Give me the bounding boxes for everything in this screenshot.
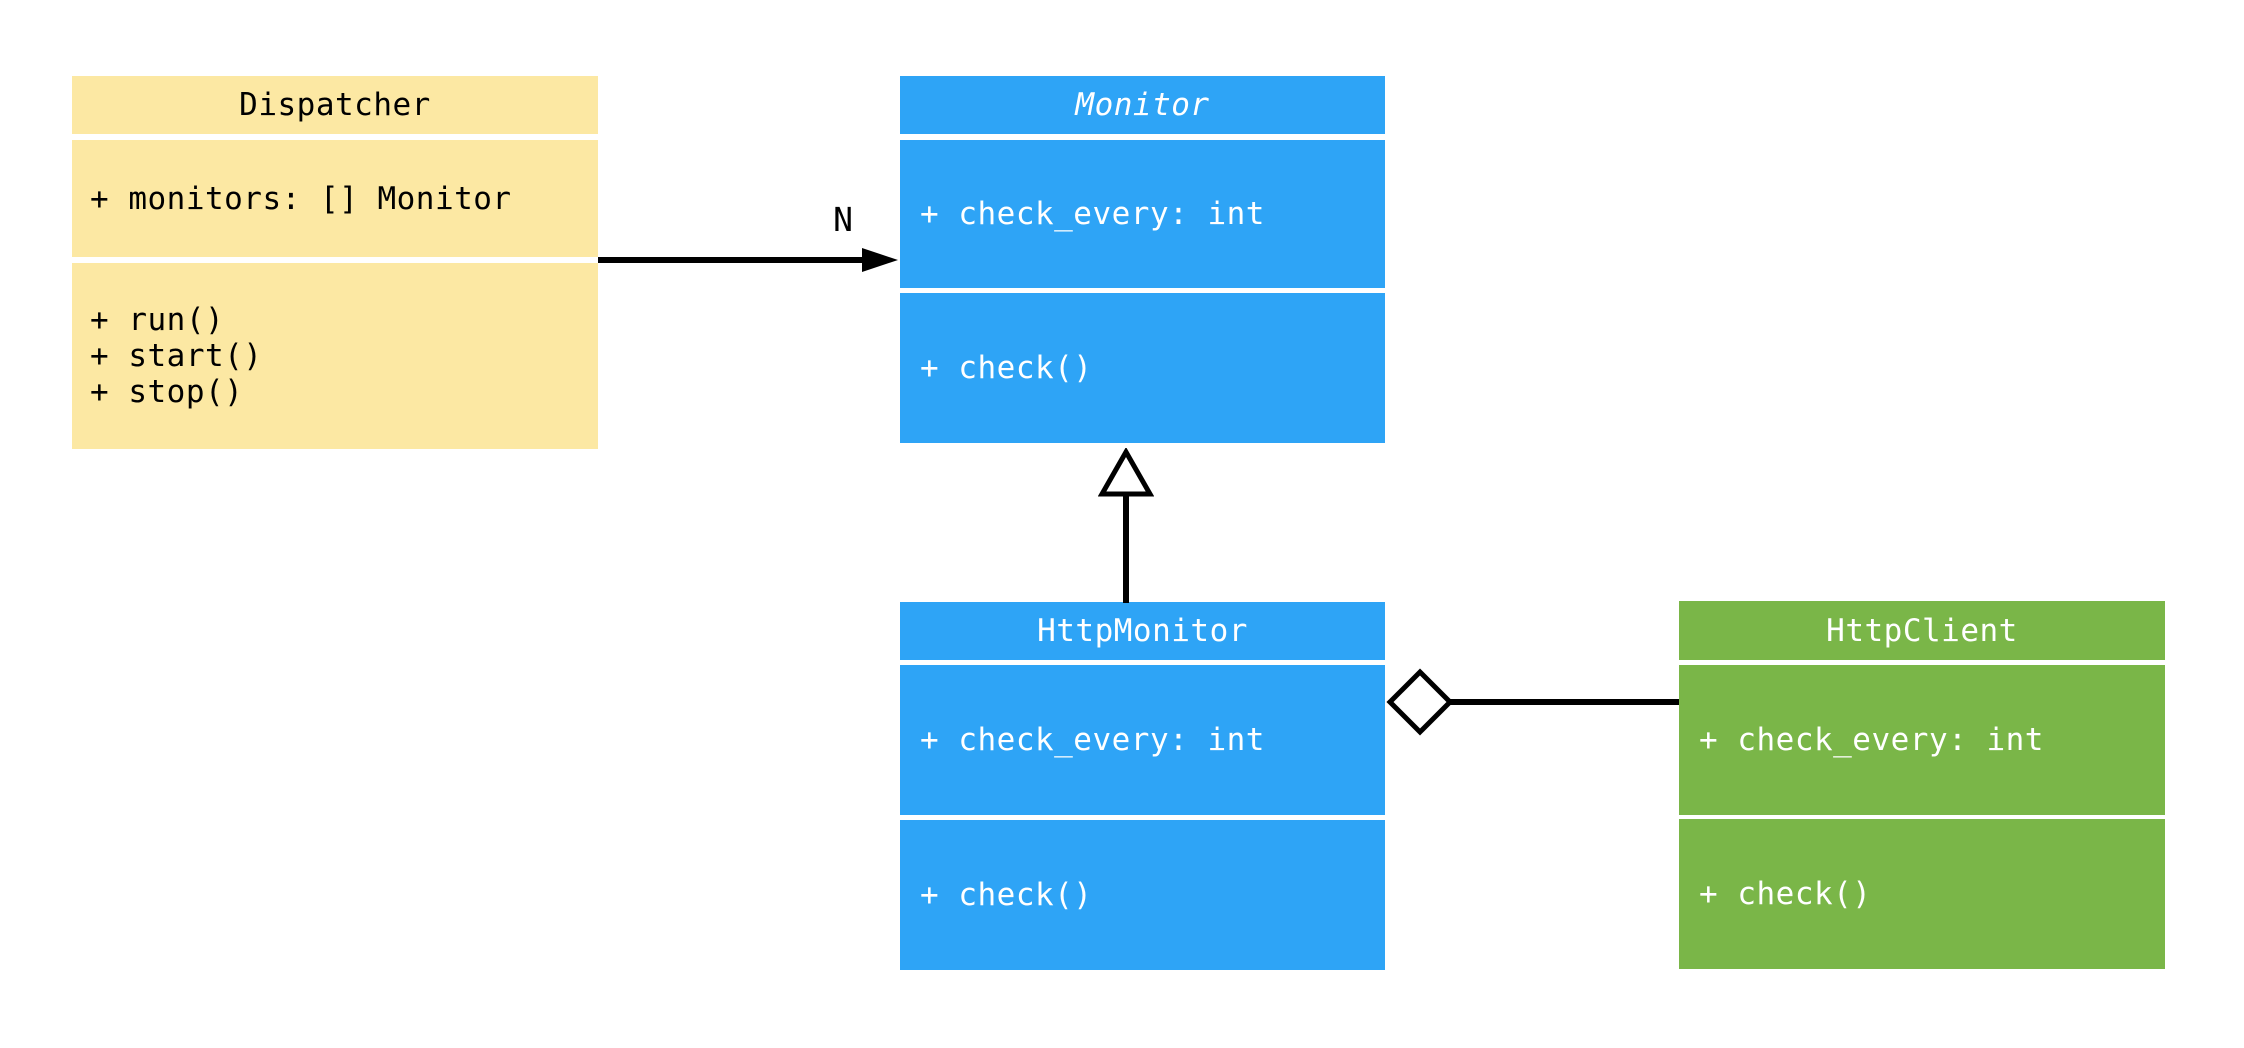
- attribute-item: + monitors: [] Monitor: [90, 180, 512, 217]
- method-item: + check(): [1699, 876, 1872, 912]
- method-item: + check(): [920, 877, 1093, 913]
- attribute-item: + check_every: int: [1699, 722, 2044, 758]
- attribute-item: + check_every: int: [920, 722, 1265, 758]
- method-item: + check(): [920, 350, 1093, 386]
- class-box-monitor: Monitor + check_every: int + check(): [900, 76, 1385, 443]
- method-item: + start(): [90, 338, 263, 374]
- attribute-item: + check_every: int: [920, 196, 1265, 232]
- method-item: + run(): [90, 302, 225, 338]
- methods-section: + run() + start() + stop(): [72, 263, 598, 449]
- class-box-httpclient: HttpClient + check_every: int + check(): [1679, 601, 2165, 969]
- class-name: HttpMonitor: [1037, 613, 1248, 649]
- methods-section: + check(): [1679, 819, 2165, 969]
- class-title-bar: HttpClient: [1679, 601, 2165, 660]
- class-title-bar: Dispatcher: [72, 76, 598, 134]
- class-box-httpmonitor: HttpMonitor + check_every: int + check(): [900, 602, 1385, 970]
- aggregation-line: [1448, 699, 1679, 705]
- class-title-bar: Monitor: [900, 76, 1385, 134]
- attributes-section: + monitors: [] Monitor: [72, 140, 598, 257]
- multiplicity-label: N: [833, 200, 853, 239]
- attributes-section: + check_every: int: [900, 140, 1385, 288]
- attributes-section: + check_every: int: [900, 665, 1385, 815]
- generalization-triangle-icon: [1098, 448, 1154, 497]
- attributes-section: + check_every: int: [1679, 665, 2165, 815]
- aggregation-diamond-icon: [1386, 668, 1454, 736]
- class-name: HttpClient: [1826, 612, 2018, 649]
- generalization-line: [1123, 493, 1129, 603]
- class-name: Monitor: [1075, 87, 1210, 123]
- method-item: + stop(): [90, 374, 244, 410]
- class-name: Dispatcher: [239, 87, 431, 123]
- class-title-bar: HttpMonitor: [900, 602, 1385, 660]
- association-arrowhead-icon: [862, 248, 898, 272]
- methods-section: + check(): [900, 820, 1385, 970]
- class-box-dispatcher: Dispatcher + monitors: [] Monitor + run(…: [72, 76, 598, 449]
- methods-section: + check(): [900, 293, 1385, 443]
- association-line: [598, 257, 864, 263]
